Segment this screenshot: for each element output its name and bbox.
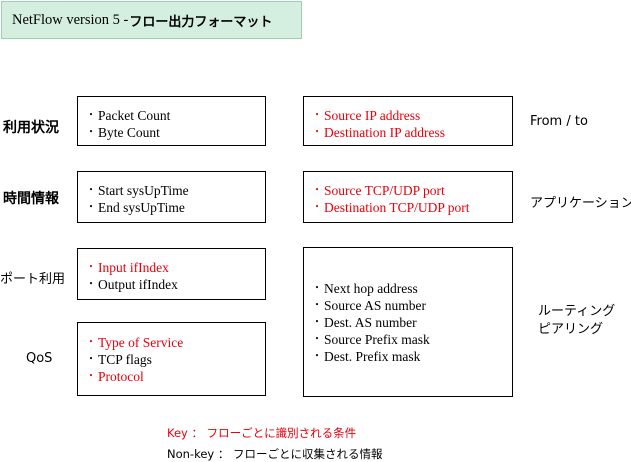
field-item-key: ・Protocol (78, 368, 265, 385)
bullet-icon: ・ (86, 185, 96, 196)
row-label-time: 時間情報 (3, 191, 59, 207)
field-text: Dest. AS number (324, 315, 417, 330)
bullet-icon: ・ (86, 127, 96, 138)
field-text: Destination IP address (324, 125, 445, 140)
bullet-icon: ・ (312, 334, 322, 345)
field-text: Source AS number (324, 298, 426, 313)
field-text: End sysUpTime (98, 200, 185, 215)
bullet-icon: ・ (312, 300, 322, 311)
field-item: ・Output ifIndex (78, 276, 265, 293)
field-box-time: ・Start sysUpTime ・End sysUpTime (77, 171, 266, 223)
bullet-icon: ・ (86, 202, 96, 213)
field-item: ・Packet Count (78, 107, 265, 124)
title-prefix: NetFlow version 5 - (12, 11, 129, 28)
field-item: ・End sysUpTime (78, 199, 265, 216)
diagram-title: NetFlow version 5 - フロー出力フォーマット (1, 1, 302, 39)
bullet-icon: ・ (86, 354, 96, 365)
field-box-application: ・Source TCP/UDP port ・Destination TCP/UD… (303, 171, 513, 223)
field-item-key: ・Source TCP/UDP port (304, 182, 512, 199)
field-item: ・Dest. Prefix mask (304, 348, 512, 365)
field-item: ・TCP flags (78, 351, 265, 368)
field-item: ・Source Prefix mask (304, 331, 512, 348)
category-label-application: アプリケーション (530, 196, 631, 211)
legend-key: Key ： フローごとに識別される条件 (167, 426, 357, 440)
field-box-routing: ・Next hop address ・Source AS number ・Des… (303, 247, 513, 397)
field-item: ・Next hop address (304, 280, 512, 297)
category-label-routing: ルーティング (538, 304, 616, 319)
category-label-peering: ピアリング (538, 322, 604, 337)
row-label-usage: 利用状況 (3, 120, 59, 136)
field-box-port: ・Input ifIndex ・Output ifIndex (77, 248, 266, 300)
field-item-key: ・Type of Service (78, 334, 265, 351)
field-text: Output ifIndex (98, 277, 178, 292)
field-box-usage: ・Packet Count ・Byte Count (77, 96, 266, 146)
field-text: Dest. Prefix mask (324, 349, 421, 364)
field-text: Start sysUpTime (98, 183, 189, 198)
field-item-key: ・Source IP address (304, 107, 512, 124)
field-item-key: ・Destination TCP/UDP port (304, 199, 512, 216)
bullet-icon: ・ (312, 185, 322, 196)
field-text: Protocol (98, 369, 144, 384)
row-label-port: ポート利用 (0, 272, 66, 287)
bullet-icon: ・ (86, 262, 96, 273)
field-box-from-to: ・Source IP address ・Destination IP addre… (303, 96, 513, 146)
field-item: ・Source AS number (304, 297, 512, 314)
legend-nonkey: Non-key ： フローごとに収集される情報 (167, 447, 383, 461)
field-text: Type of Service (98, 335, 184, 350)
bullet-icon: ・ (312, 317, 322, 328)
bullet-icon: ・ (86, 110, 96, 121)
field-text: Input ifIndex (98, 260, 169, 275)
field-text: Source TCP/UDP port (324, 183, 445, 198)
field-text: TCP flags (98, 352, 152, 367)
title-suffix: フロー出力フォーマット (129, 14, 273, 30)
field-box-qos: ・Type of Service ・TCP flags ・Protocol (77, 322, 266, 396)
bullet-icon: ・ (86, 279, 96, 290)
field-text: Source IP address (324, 108, 421, 123)
row-label-qos: QoS (26, 351, 53, 366)
bullet-icon: ・ (86, 337, 96, 348)
bullet-icon: ・ (312, 351, 322, 362)
field-item: ・Dest. AS number (304, 314, 512, 331)
bullet-icon: ・ (312, 202, 322, 213)
field-item-key: ・Destination IP address (304, 124, 512, 141)
field-item-key: ・Input ifIndex (78, 259, 265, 276)
bullet-icon: ・ (312, 127, 322, 138)
field-text: Next hop address (324, 281, 418, 296)
field-item: ・Start sysUpTime (78, 182, 265, 199)
field-text: Packet Count (98, 108, 171, 123)
field-text: Byte Count (98, 125, 160, 140)
field-text: Source Prefix mask (324, 332, 430, 347)
bullet-icon: ・ (86, 371, 96, 382)
field-item: ・Byte Count (78, 124, 265, 141)
category-label-from-to: From / to (530, 114, 588, 129)
field-text: Destination TCP/UDP port (324, 200, 470, 215)
bullet-icon: ・ (312, 283, 322, 294)
bullet-icon: ・ (312, 110, 322, 121)
